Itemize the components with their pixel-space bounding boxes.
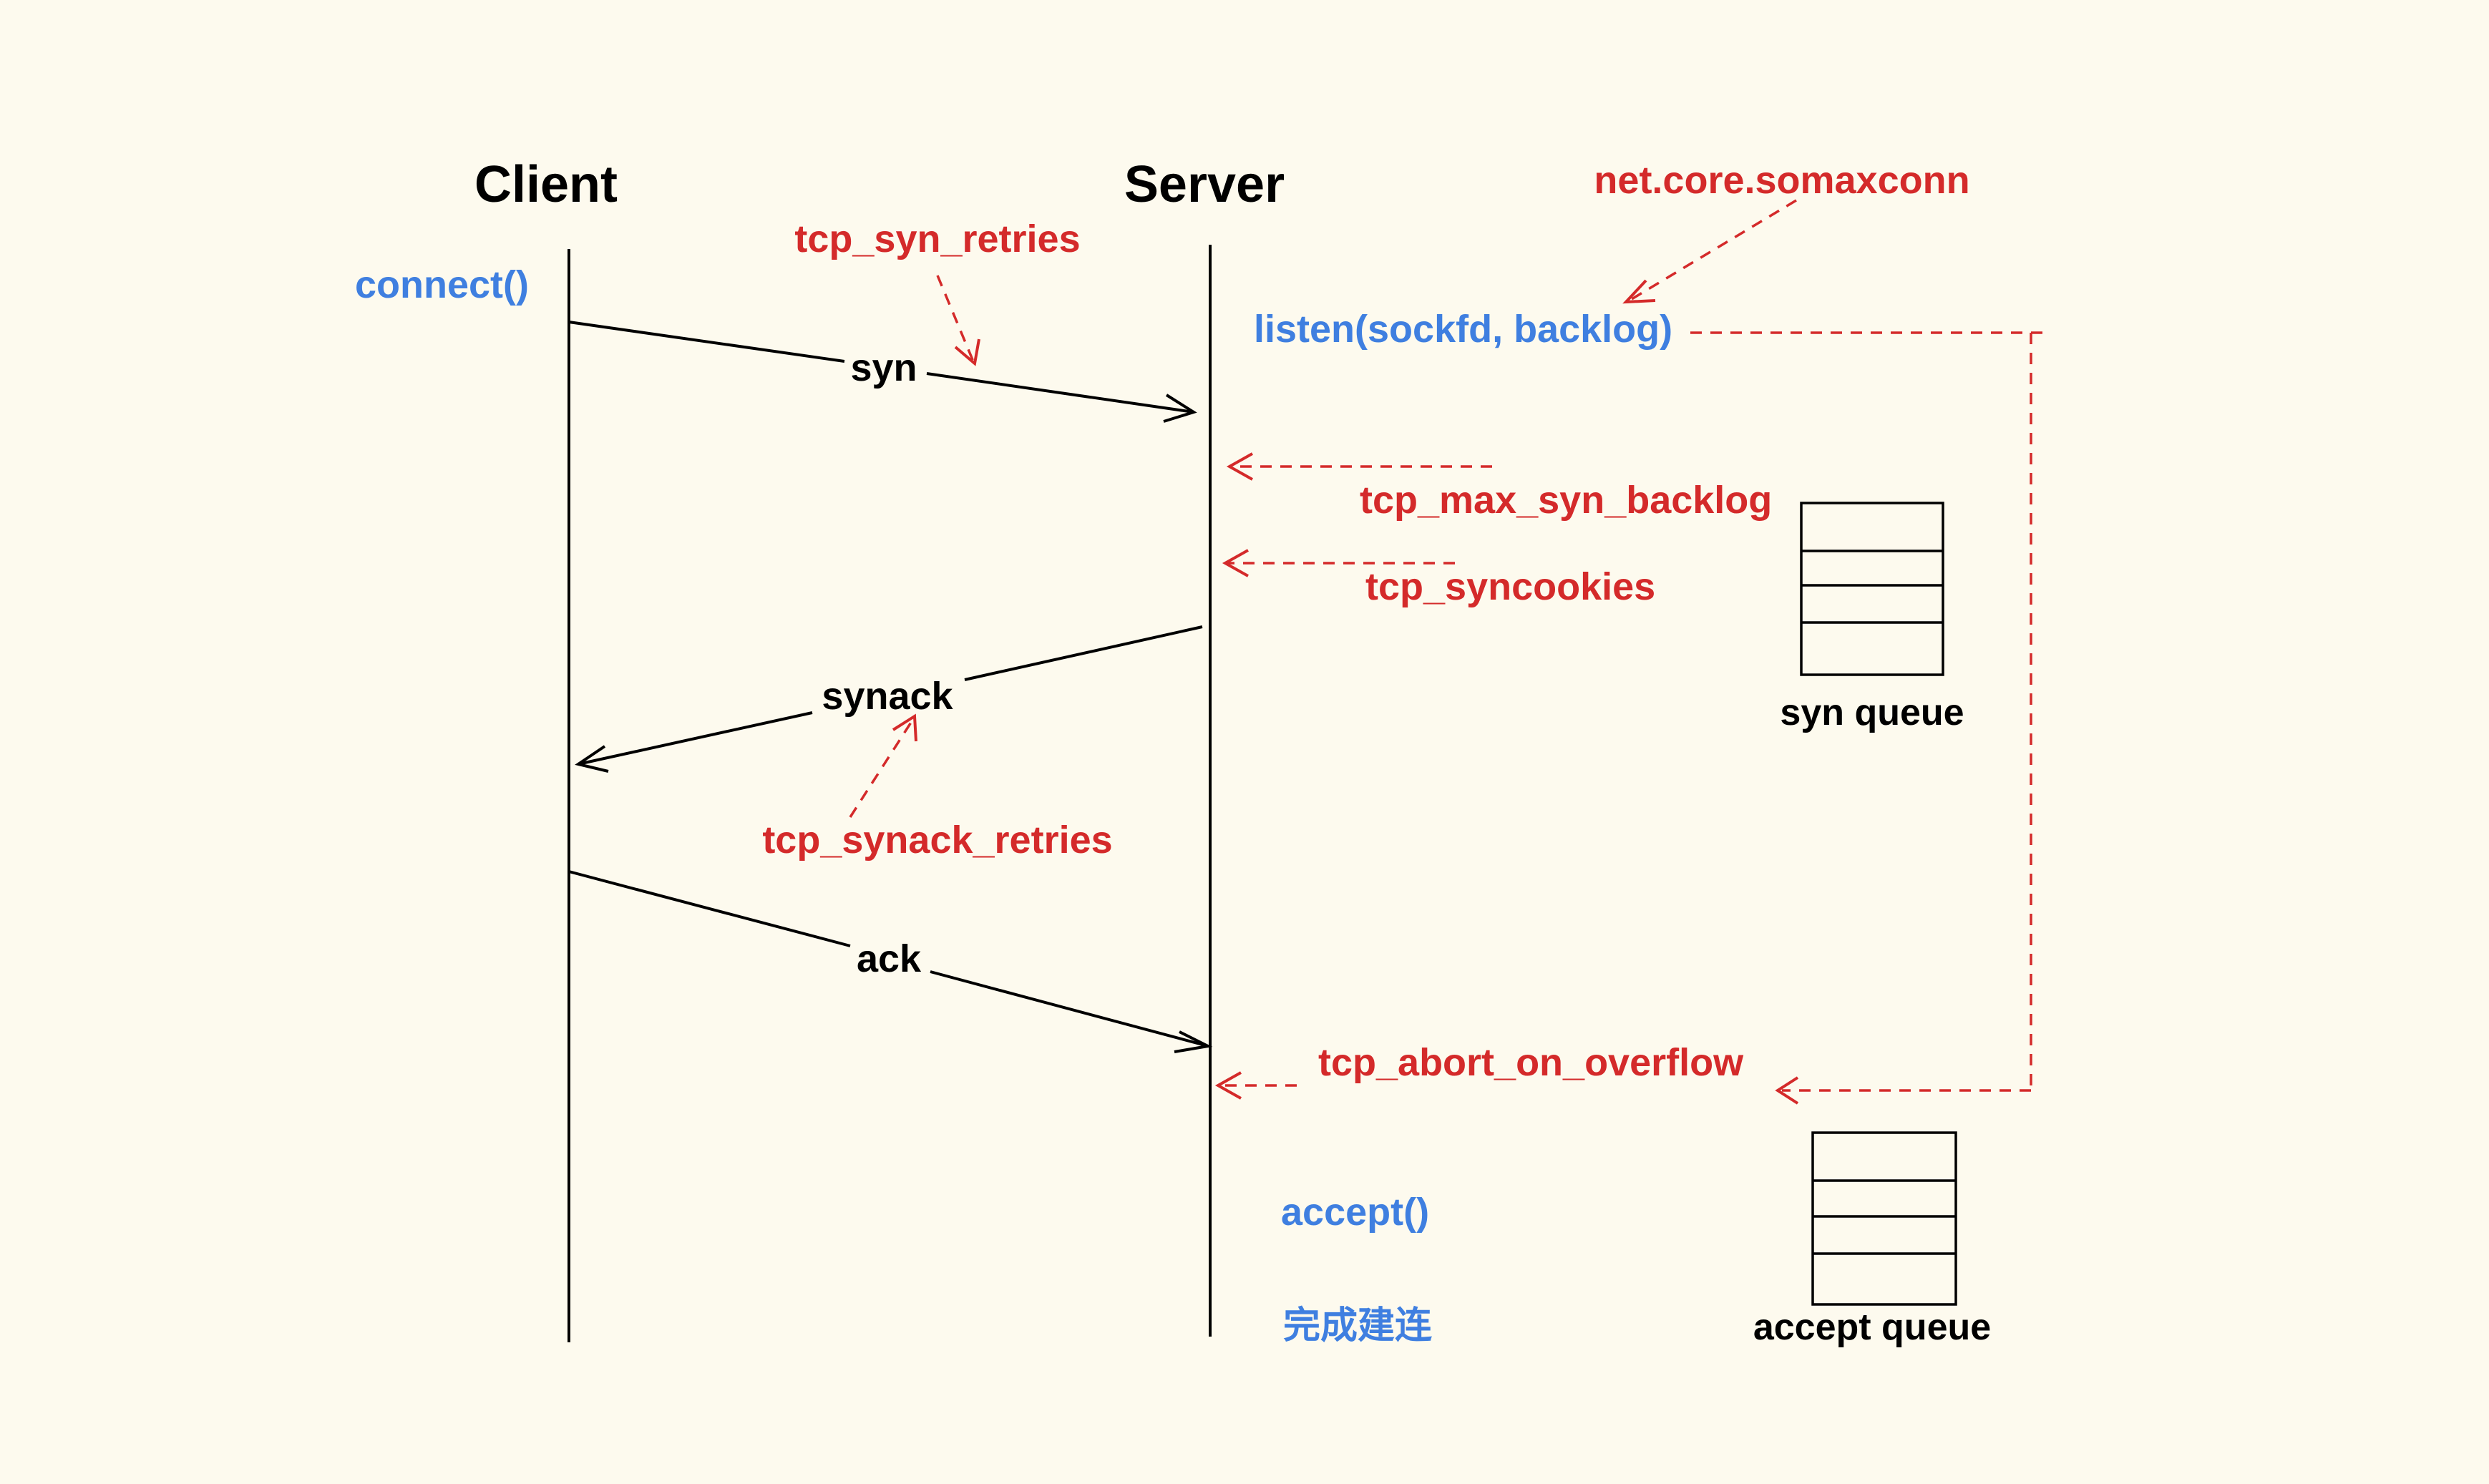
backlog-bracket <box>1690 331 2050 1105</box>
accept-queue-box <box>1811 1131 1957 1306</box>
tcp-syncookies-pointer <box>1222 549 1455 577</box>
syn-arrow <box>568 321 1197 423</box>
tcp-syncookies-label: tcp_syncookies <box>1365 565 1655 608</box>
tcp-syn-retries-label: tcp_syn_retries <box>794 218 1080 260</box>
listen-call-label: listen(sockfd, backlog) <box>1254 308 1672 351</box>
syn-queue-box <box>1800 502 1944 676</box>
ack-arrow <box>568 870 1213 1053</box>
ack-label: ack <box>857 937 922 980</box>
tcp-synack-retries-pointer <box>849 713 917 818</box>
client-header: Client <box>474 156 618 213</box>
tcp-abort-on-overflow-label: tcp_abort_on_overflow <box>1318 1041 1744 1084</box>
tcp-abort-on-overflow-pointer <box>1214 1071 1297 1100</box>
somaxconn-label: net.core.somaxconn <box>1594 159 1969 202</box>
synack-arrow <box>575 625 1203 773</box>
server-header: Server <box>1124 156 1285 213</box>
tcp-max-syn-backlog-pointer <box>1226 452 1492 481</box>
accept-queue-label: accept queue <box>1753 1307 1991 1348</box>
tcp-synack-retries-label: tcp_synack_retries <box>762 819 1112 861</box>
connect-call-label: connect() <box>355 263 529 306</box>
tcp-max-syn-backlog-label: tcp_max_syn_backlog <box>1360 479 1772 522</box>
somaxconn-pointer <box>1622 199 1797 304</box>
syn-queue-label: syn queue <box>1780 692 1964 733</box>
connection-established-label: 完成建连 <box>1283 1304 1432 1347</box>
tcp-syn-retries-pointer <box>936 275 980 366</box>
synack-label: synack <box>822 675 953 718</box>
syn-label: syn <box>850 346 917 389</box>
accept-call-label: accept() <box>1281 1191 1429 1234</box>
